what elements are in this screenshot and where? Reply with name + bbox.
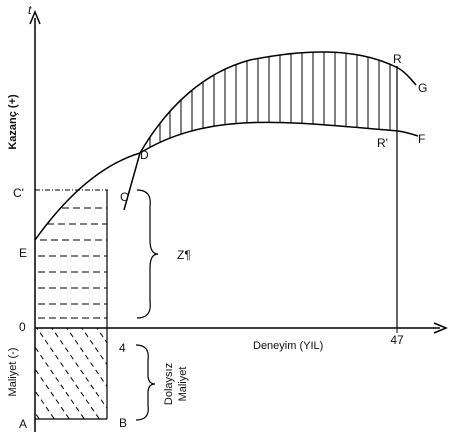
- label-r-prime: R': [377, 136, 388, 150]
- label-c: C: [120, 190, 129, 204]
- y-positive-label: Kazanç (+): [7, 94, 19, 150]
- label-d: D: [140, 148, 149, 162]
- brace-upper-label: Z¶: [177, 248, 191, 262]
- brace-lower: [135, 344, 156, 421]
- brace-lower-label-2: Maliyet: [177, 367, 189, 402]
- y-axis-top-symbol: t: [28, 3, 32, 17]
- curve-f: [34, 121, 419, 241]
- y-axis-arrow: [29, 10, 41, 25]
- label-c-prime: C': [13, 186, 24, 200]
- label-b: B: [119, 416, 127, 430]
- between-curves-hatching: [149, 51, 391, 153]
- curve-g: [123, 51, 417, 211]
- label-a: A: [19, 417, 27, 431]
- x-tick-label-47: 47: [390, 333, 404, 347]
- label-origin: 0: [19, 320, 26, 334]
- brace-upper: [136, 189, 159, 319]
- x-axis-arrow: [433, 322, 448, 334]
- label-4: 4: [119, 341, 126, 355]
- direct-cost-hatching: [35, 328, 107, 419]
- gain-area-dashes: [38, 207, 107, 319]
- label-r: R: [393, 52, 402, 66]
- label-f: F: [418, 132, 425, 146]
- brace-lower-label-1: Dolaysız: [163, 363, 175, 405]
- label-e: E: [19, 246, 27, 260]
- label-g: G: [418, 81, 427, 95]
- x-axis-label: Deneyim (YIL): [253, 340, 323, 352]
- y-negative-label: Maliyet (-): [7, 348, 19, 397]
